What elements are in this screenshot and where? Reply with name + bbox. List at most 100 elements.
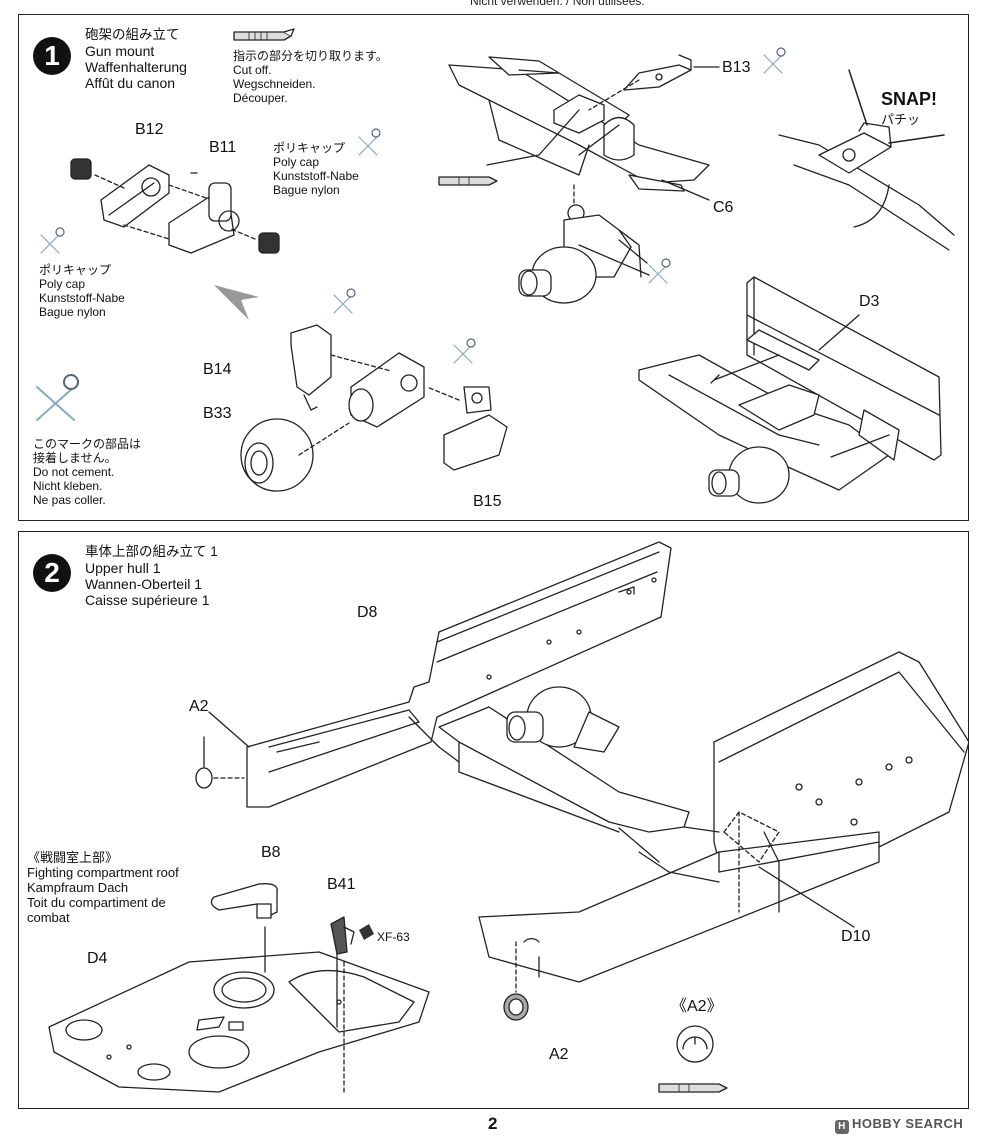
label-d8: D8 (357, 604, 378, 621)
step-2-badge: 2 (33, 554, 71, 592)
gun-ball-assembly-drawing (518, 184, 642, 304)
poly-cap-note-fr: Bague nylon (273, 183, 340, 197)
roof-note-fr2: combat (27, 910, 70, 925)
part-d8-drawing (246, 541, 672, 808)
poly-cap-note-en: Poly cap (39, 277, 86, 291)
step-1-title-de: Waffenhalterung (85, 59, 187, 75)
step-1-title-en: Gun mount (85, 43, 155, 59)
part-b8-drawing (210, 883, 278, 973)
no-cement-mark-icon (40, 47, 786, 364)
roof-note-en: Fighting compartment roof (27, 865, 179, 880)
poly-cap-note-de: Kunststoff-Nabe (273, 169, 359, 183)
label-a2-bottom: A2 (549, 1046, 569, 1063)
no-cement-mark-icon (36, 374, 79, 421)
cut-off-note-fr: Découper. (233, 91, 288, 105)
hobby-knife-icon (438, 176, 498, 186)
label-d4: D4 (87, 950, 108, 967)
hobby-knife-icon (658, 1083, 728, 1093)
label-d3: D3 (859, 293, 880, 310)
poly-cap-note-lower: ポリキャップ Poly cap Kunststoff-Nabe Bague ny… (39, 263, 125, 319)
label-b11: B11 (209, 139, 237, 156)
part-b13-drawing (588, 54, 692, 111)
cut-off-note-de: Wegschneiden. (233, 77, 316, 91)
step-2-panel: 2 車体上部の組み立て 1 Upper hull 1 Wannen-Oberte… (18, 531, 969, 1109)
gun-mount-body-drawing (330, 352, 460, 428)
no-cement-note-fr: Ne pas coller. (33, 493, 106, 507)
label-a2-left: A2 (189, 698, 209, 715)
part-c6-drawing (448, 56, 710, 192)
poly-cap-part (70, 158, 280, 254)
label-b33: B33 (203, 405, 232, 422)
no-cement-note-jp2: 接着しません。 (33, 451, 117, 465)
snap-label-jp: パチッ (881, 112, 921, 127)
step-1-title-fr: Affût du canon (85, 75, 176, 91)
snap-label: SNAP! (881, 89, 938, 109)
cut-off-note: 指示の部分を切り取ります。 Cut off. Wegschneiden. Déc… (233, 49, 388, 105)
label-b14: B14 (203, 361, 232, 378)
step-2-title-en: Upper hull 1 (85, 560, 161, 576)
roof-note-fr1: Toit du compartiment de (27, 895, 166, 910)
snap-detail-drawing (778, 69, 955, 251)
direction-arrow-icon (214, 285, 259, 320)
a2-detail-drawing (676, 1025, 714, 1063)
paint-code-xf63: XF-63 (377, 930, 410, 944)
poly-cap-note-de: Kunststoff-Nabe (39, 291, 125, 305)
fighting-compartment-roof-note: 《戦闘室上部》 Fighting compartment roof Kampfr… (27, 850, 179, 925)
roof-note-jp: 《戦闘室上部》 (27, 850, 119, 865)
watermark-text: HOBBY SEARCH (852, 1116, 964, 1131)
part-d10-drawing (478, 651, 968, 983)
label-b41: B41 (327, 876, 356, 893)
paint-drop-icon (359, 924, 374, 940)
gun-mount-assembly-drawing (438, 686, 690, 873)
label-c6: C6 (713, 199, 734, 216)
label-a2-detail: 《A2》 (671, 998, 723, 1015)
label-d10: D10 (841, 928, 871, 945)
part-b41-drawing (330, 916, 355, 1093)
assembly-arrow (683, 826, 720, 833)
step-1-title-jp: 砲架の組み立て (85, 27, 180, 42)
step-2-title-fr: Caisse supérieure 1 (85, 592, 210, 608)
step-2-title-jp: 車体上部の組み立て 1 (85, 544, 218, 559)
step-2-title-de: Wannen-Oberteil 1 (85, 576, 202, 592)
no-cement-note: このマークの部品は 接着しません。 Do not cement. Nicht k… (33, 437, 141, 507)
cut-off-note-en: Cut off. (233, 63, 272, 77)
label-b12: B12 (135, 121, 164, 138)
part-b11-drawing (123, 172, 256, 254)
no-cement-note-en: Do not cement. (33, 465, 115, 479)
part-b15-drawing (443, 386, 508, 471)
label-b8: B8 (261, 844, 281, 861)
label-b15: B15 (473, 493, 502, 510)
hobby-search-logo-icon: H (835, 1120, 849, 1134)
step-1-title: 砲架の組み立て Gun mount Waffenhalterung Affût … (85, 27, 187, 91)
part-b12-drawing (94, 164, 170, 228)
step-1-illustration (36, 28, 955, 504)
no-cement-note-jp1: このマークの部品は (33, 437, 142, 451)
assembly-arrow (438, 746, 460, 763)
poly-cap-note-jp: ポリキャップ (39, 263, 112, 277)
part-b33-drawing (240, 418, 350, 492)
assembly-arrow (408, 716, 440, 748)
leader-line (818, 314, 860, 351)
hobby-knife-icon (233, 28, 295, 41)
no-cement-note-de: Nicht kleben. (33, 479, 103, 493)
roof-note-de: Kampfraum Dach (27, 880, 129, 895)
cut-off-note-jp: 指示の部分を切り取ります。 (233, 49, 388, 63)
poly-cap-note-jp: ポリキャップ (273, 141, 346, 155)
step-2-title: 車体上部の組み立て 1 Upper hull 1 Wannen-Oberteil… (85, 544, 218, 608)
step-1-panel: 1 砲架の組み立て Gun mount Waffenhalterung Affû… (18, 14, 969, 521)
leader-line (661, 179, 710, 201)
part-a2-drawing (195, 736, 529, 1021)
assembly-arrow (208, 711, 250, 748)
header-note: Nicht verwenden. / Non utilisées. (470, 0, 645, 8)
step-2-illustration (48, 541, 968, 1093)
poly-cap-note-en: Poly cap (273, 155, 320, 169)
poly-cap-note-upper: ポリキャップ Poly cap Kunststoff-Nabe Bague ny… (273, 141, 359, 197)
leader-line (486, 109, 620, 166)
poly-cap-note-fr: Bague nylon (39, 305, 106, 319)
assembly-arrow (668, 871, 720, 883)
part-d4-drawing (48, 951, 430, 1093)
leader-line (578, 239, 650, 276)
part-d3-drawing (638, 276, 942, 504)
part-b14-drawing (290, 324, 332, 411)
